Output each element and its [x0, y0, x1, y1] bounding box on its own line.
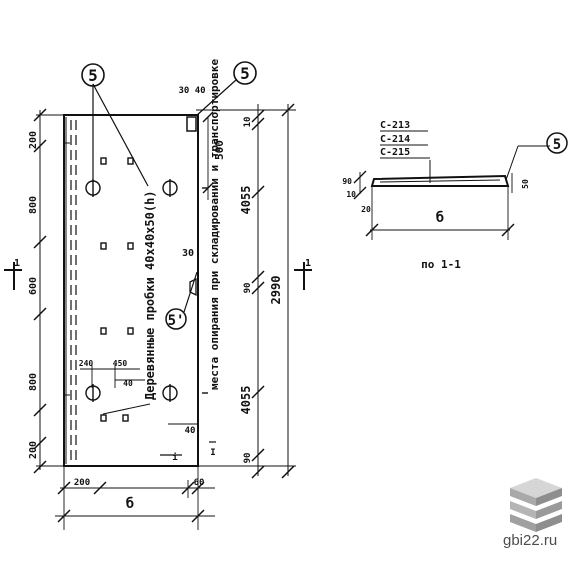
callout-circle — [81, 63, 105, 87]
section-label-c213: С-213 — [380, 120, 410, 131]
section-dim-20: 20 — [361, 205, 371, 214]
dim-40-low: 40 — [185, 426, 196, 436]
dim-90-bottom: 90 — [243, 453, 253, 464]
wooden-plug — [100, 414, 107, 422]
callout-5-section: 5 — [553, 137, 561, 153]
note-bearing-places: места опирания при складировании и транс… — [208, 58, 221, 390]
small-dim-450: 450 — [113, 359, 128, 368]
wooden-plug — [100, 157, 107, 165]
wooden-plug — [127, 327, 134, 335]
section-label-c215: С-215 — [380, 147, 410, 158]
section-labels: С-213 С-214 С-215 5 90 10 50 20 б по 1-1 — [342, 120, 561, 271]
section-dim-50: 50 — [521, 179, 530, 189]
left-dim: 800 — [28, 196, 39, 214]
small-dim-40: 40 — [123, 379, 133, 388]
section-dim-90: 90 — [342, 177, 352, 186]
lifting-loop — [162, 179, 178, 197]
section-label-c214: С-214 — [380, 134, 410, 145]
plan-labels: 5 5 5' 30 40 500 30 10 4055 2990 90 4055… — [14, 58, 311, 512]
section-dim-10: 10 — [346, 190, 356, 199]
callout-5-top-right: 5 — [240, 64, 250, 83]
section-profile — [370, 174, 510, 187]
watermark-text: gbi22.ru — [503, 532, 558, 549]
wooden-plug — [100, 327, 107, 335]
dim-4055-top: 4055 — [239, 186, 253, 215]
small-dim-240: 240 — [79, 359, 94, 368]
left-dim: 600 — [28, 277, 39, 295]
lifting-loop — [85, 179, 101, 197]
section-caption: по 1-1 — [421, 258, 461, 271]
dim-500: 500 — [213, 140, 226, 160]
dim-30: 30 — [182, 248, 194, 259]
callout-5-prime: 5' — [168, 313, 185, 329]
section-1-1 — [353, 130, 568, 240]
leader-line — [102, 403, 151, 415]
corner-detail — [186, 116, 197, 132]
wooden-plug — [127, 157, 134, 165]
dim-bars-top: 30 40 — [178, 86, 205, 96]
lifting-loop — [162, 384, 178, 402]
leader-line — [505, 145, 519, 181]
wooden-plug — [122, 414, 129, 422]
cut-mark-label-left: 1 — [14, 258, 20, 269]
cut-mark-label-right: 1 — [305, 258, 311, 269]
bottom-dim-200: 200 — [74, 478, 90, 488]
plan-width-label: б — [126, 496, 134, 512]
section-reinforcement — [379, 179, 501, 183]
slab-plan — [4, 61, 312, 530]
lifting-loop — [85, 384, 101, 402]
wooden-plugs — [100, 157, 134, 422]
slab-outline — [63, 114, 199, 467]
callout-circle — [546, 132, 568, 154]
dim-10-top: 10 — [243, 117, 253, 128]
wooden-plug — [127, 242, 134, 250]
callout-circle — [233, 61, 257, 85]
left-dim: 200 — [28, 441, 39, 459]
stacked-slabs-icon — [510, 478, 562, 532]
bearing-symbol — [189, 277, 197, 297]
callout-5-top: 5 — [88, 66, 98, 85]
note-wooden-plugs: Деревянные пробки 40х40х50(h) — [143, 190, 157, 400]
mark-letter: i — [172, 452, 178, 463]
dim-4055-bottom: 4055 — [239, 386, 253, 415]
left-dim: 200 — [28, 131, 39, 149]
dim-90-mid: 90 — [243, 283, 253, 294]
mark-letter: I — [210, 448, 215, 458]
bottom-dim-60: 60 — [194, 478, 205, 488]
left-dim: 800 — [28, 373, 39, 391]
dim-2990: 2990 — [269, 276, 283, 305]
leader-line — [92, 83, 149, 187]
wooden-plug — [100, 242, 107, 250]
callout-circle — [165, 308, 187, 330]
section-width-label: б — [436, 210, 444, 226]
